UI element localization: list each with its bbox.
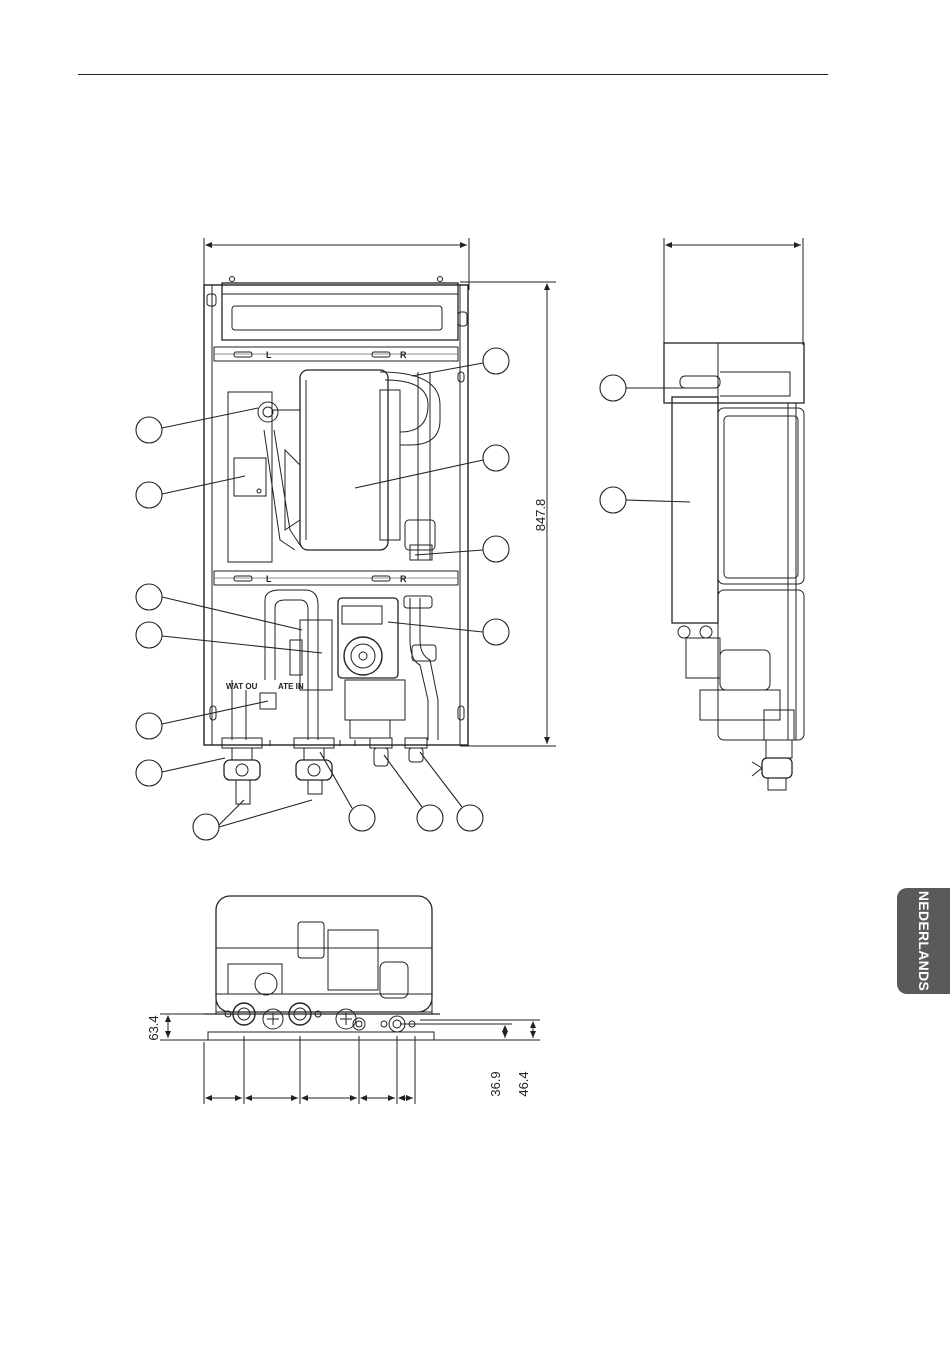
front-callouts	[136, 348, 509, 840]
front-view	[204, 238, 556, 804]
dim-bottom-right-2: 46.4	[516, 1071, 531, 1096]
side-view	[664, 238, 804, 790]
pipe-label-water-out-text: WAT OU	[226, 682, 258, 691]
bracket-label-upper-right: R	[400, 350, 407, 360]
bracket-label-lower-right: R	[400, 574, 407, 584]
dim-height: 847.8	[533, 499, 548, 532]
bottom-view	[160, 896, 540, 1104]
pipe-label-water-in-text: ATE IN	[278, 682, 304, 691]
bracket-label-lower-left: L	[266, 574, 272, 584]
pipe-label-water-out: WAT OU	[226, 682, 258, 691]
dim-bottom-left: 63.4	[146, 1015, 161, 1040]
bracket-label-upper-left: L	[266, 350, 272, 360]
dim-bottom-right-1: 36.9	[488, 1071, 503, 1096]
side-callouts	[600, 375, 690, 513]
pipe-label-water-in: ATE IN	[278, 682, 304, 691]
